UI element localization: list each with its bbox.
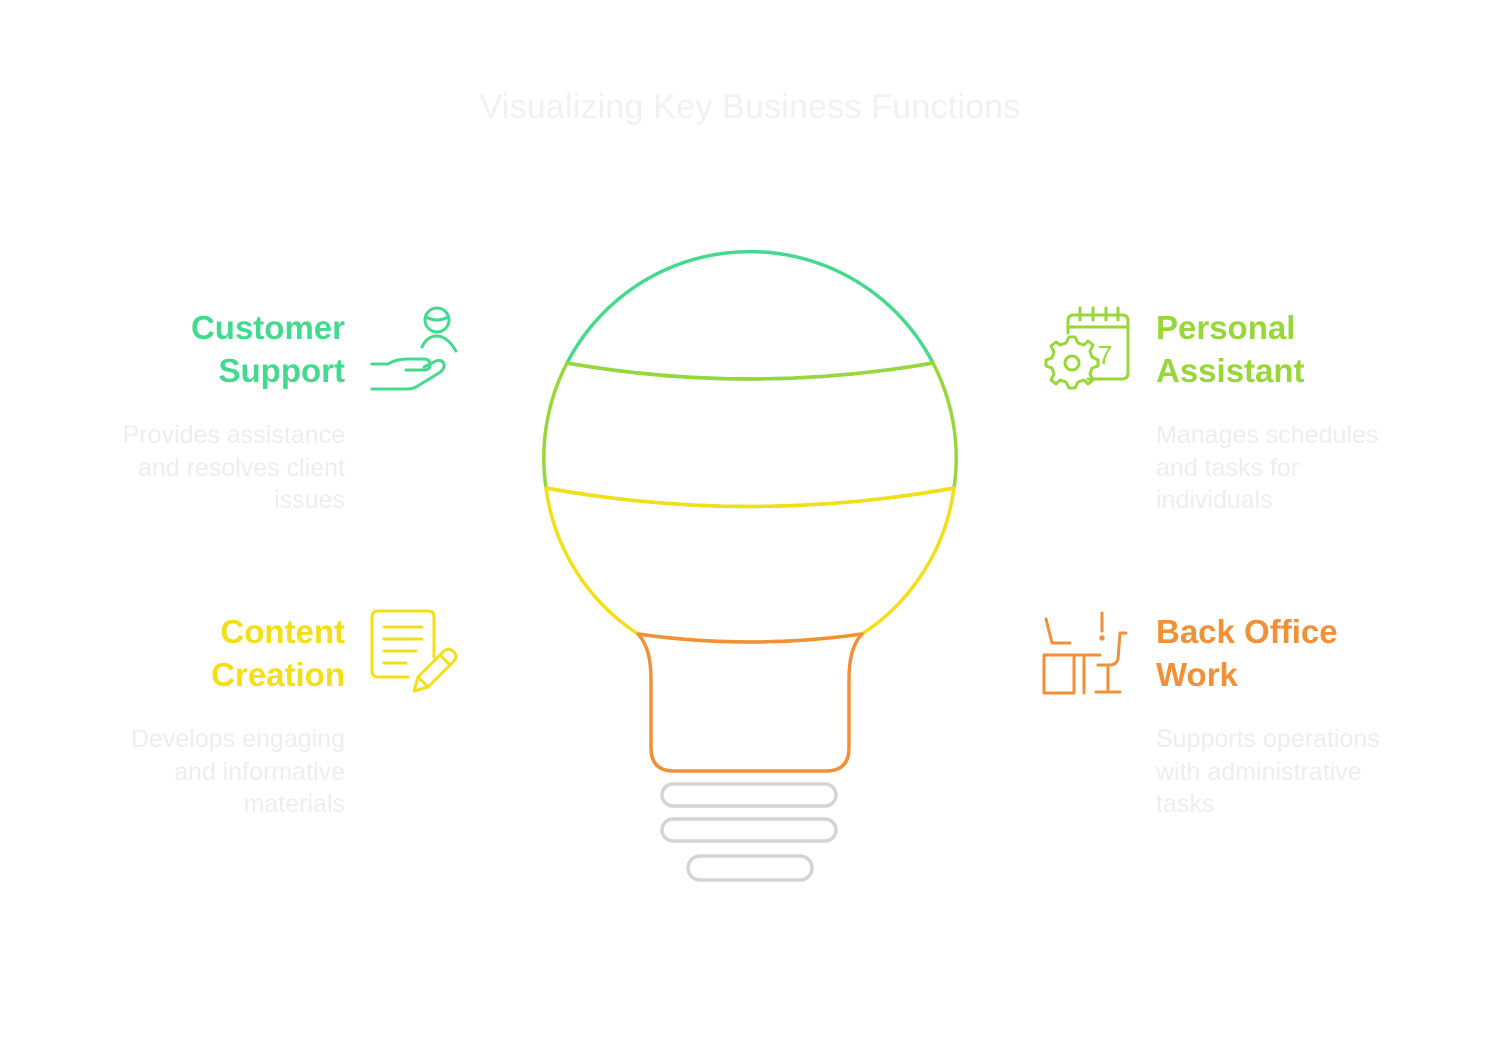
- back-office-work-desc-line2: with administrative: [1156, 757, 1362, 786]
- personal-assistant-desc-line3: individuals: [1156, 486, 1273, 514]
- office-desk-icon: [1042, 611, 1128, 695]
- customer-support-title: Customer Support: [45, 306, 345, 392]
- personal-assistant-desc-line1: Manages schedules: [1156, 421, 1379, 449]
- back-office-work-title-line2: Work: [1156, 656, 1238, 693]
- bulb-base-ring-1: [660, 782, 838, 808]
- bulb-segment-customer-support: [565, 249, 935, 381]
- back-office-work-desc-line3: tasks: [1156, 790, 1215, 818]
- content-creation-desc-line1: Develops engaging: [130, 725, 345, 753]
- bulb-base-ring-3: [686, 854, 814, 882]
- customer-support-title-line2: Support: [218, 352, 345, 389]
- customer-support-desc-line3: issues: [274, 486, 345, 514]
- customer-support-description: Provides assistance and resolves client …: [45, 419, 345, 517]
- back-office-work-title: Back Office Work: [1156, 610, 1456, 696]
- back-office-work-desc-line1: Supports operations: [1156, 725, 1380, 753]
- calendar-day-number: 7: [1098, 340, 1112, 370]
- personal-assistant-description: Manages schedules and tasks for individu…: [1156, 419, 1456, 517]
- content-creation-title: Content Creation: [45, 610, 345, 696]
- customer-support-title-line1: Customer: [190, 309, 345, 346]
- back-office-work-description: Supports operations with administrative …: [1156, 723, 1456, 821]
- calendar-gear-icon: 7: [1044, 306, 1130, 390]
- page-title: Visualizing Key Business Functions: [479, 88, 1021, 126]
- bulb-segment-back-office-work: [636, 632, 864, 773]
- content-creation-desc-line3: materials: [243, 790, 345, 818]
- customer-support-desc-line1: Provides assistance: [122, 421, 345, 449]
- document-pencil-icon: [370, 609, 458, 693]
- customer-support-desc-line2: and resolves client: [137, 453, 345, 482]
- content-creation-description: Develops engaging and informative materi…: [45, 723, 345, 821]
- bulb-segment-content-creation: [544, 486, 956, 644]
- bulb-base-ring-2: [660, 817, 838, 843]
- content-creation-desc-line2: and informative: [174, 757, 345, 786]
- personal-assistant-title-line2: Assistant: [1156, 352, 1305, 389]
- content-creation-title-line2: Creation: [211, 656, 345, 693]
- back-office-work-title-line1: Back Office: [1156, 613, 1338, 650]
- personal-assistant-desc-line2: and tasks for: [1156, 453, 1300, 482]
- bulb-segment-personal-assistant: [542, 361, 958, 509]
- personal-assistant-title: Personal Assistant: [1156, 306, 1456, 392]
- helping-hand-user-icon: [370, 306, 458, 391]
- personal-assistant-title-line1: Personal: [1156, 309, 1296, 346]
- content-creation-title-line1: Content: [220, 613, 345, 650]
